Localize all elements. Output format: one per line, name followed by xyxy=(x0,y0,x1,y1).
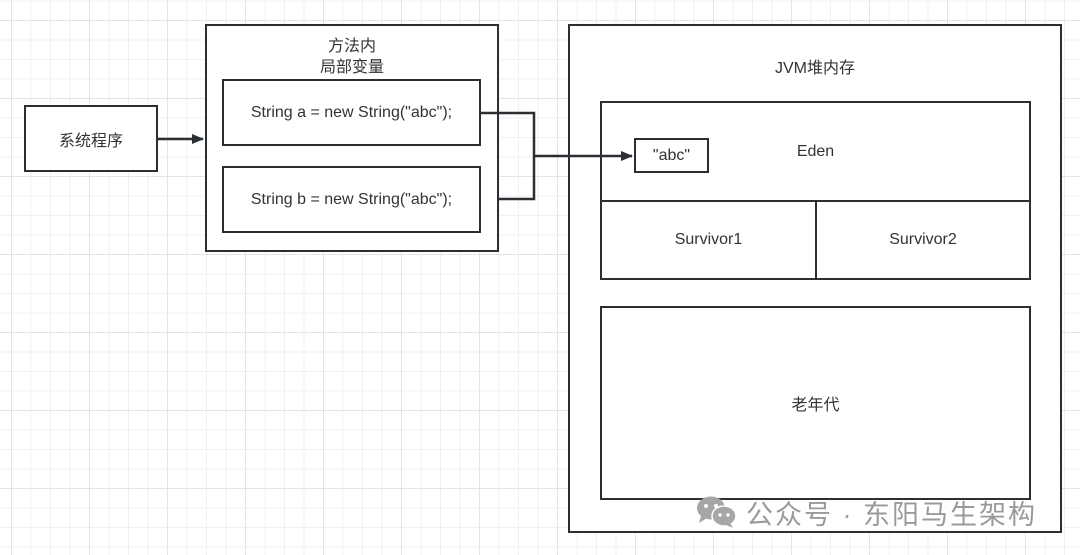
wechat-icon xyxy=(697,496,737,528)
eden-label: Eden xyxy=(796,143,835,160)
method-frame-title-line1: 方法内 xyxy=(327,38,376,55)
old-generation-region[interactable]: 老年代 xyxy=(600,306,1031,500)
variable-a-node[interactable]: String a = new String("abc"); xyxy=(222,79,481,146)
variable-b-node[interactable]: String b = new String("abc"); xyxy=(222,166,481,233)
abc-object-label: "abc" xyxy=(652,146,691,164)
survivor1-region[interactable]: Survivor1 xyxy=(600,200,817,280)
old-generation-label: 老年代 xyxy=(791,397,840,414)
abc-string-object[interactable]: "abc" xyxy=(634,138,709,173)
edge-variable-b-to-abc xyxy=(499,156,536,201)
jvm-heap-title: JVM堆内存 xyxy=(774,60,855,77)
watermark: 公众号 · 东阳马生架构 xyxy=(696,494,1037,530)
survivor1-label: Survivor1 xyxy=(674,231,743,248)
variable-a-code: String a = new String("abc"); xyxy=(250,103,453,121)
method-frame-title-line2: 局部变量 xyxy=(319,59,384,76)
survivor2-label: Survivor2 xyxy=(889,231,957,248)
system-program-node[interactable]: 系统程序 xyxy=(24,105,158,172)
survivor2-region[interactable]: Survivor2 xyxy=(815,200,1031,280)
watermark-text: 公众号 · 东阳马生架构 xyxy=(746,499,1037,530)
variable-b-code: String b = new String("abc"); xyxy=(250,190,453,208)
system-program-label: 系统程序 xyxy=(58,132,123,150)
